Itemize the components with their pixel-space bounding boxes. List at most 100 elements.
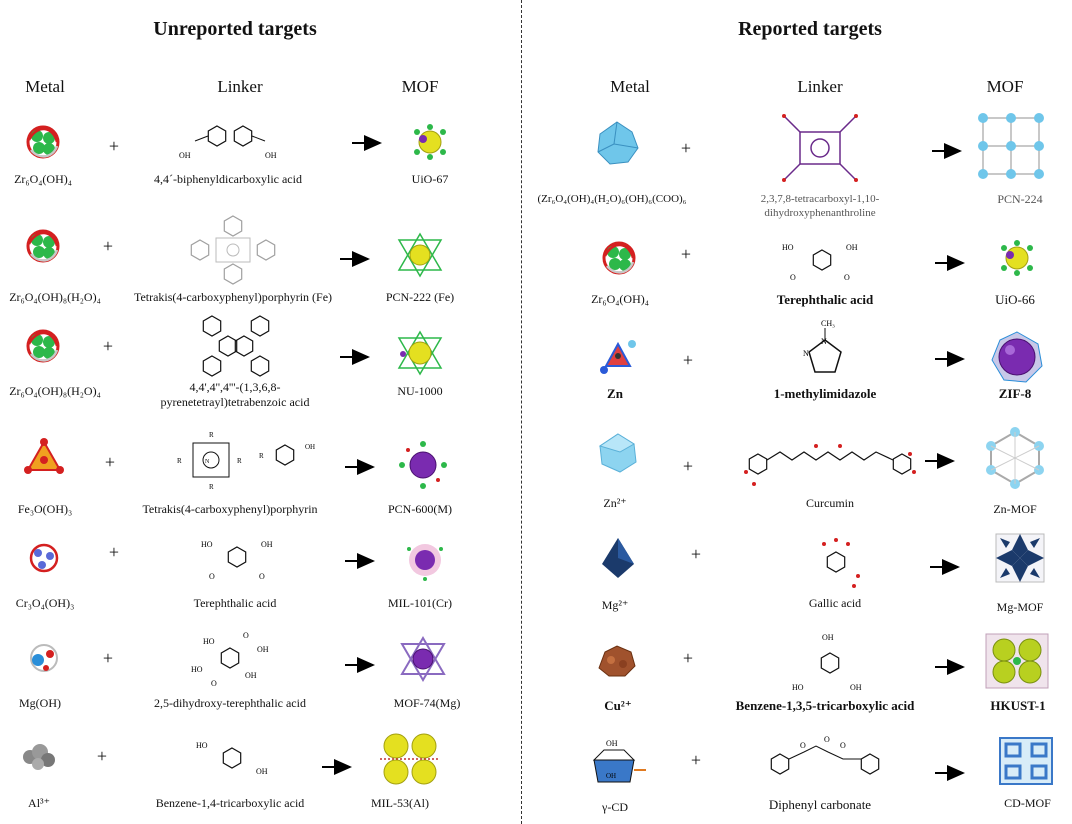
linker-label: Benzene-1,4-tricarboxylic acid [155, 796, 305, 810]
al-cluster-icon [23, 744, 55, 770]
gamma-cd-structure-icon: OH OH [592, 739, 646, 783]
metal-label: Zr₆O₄(OH)₄ [591, 292, 649, 306]
mof-label: MIL-101(Cr) [388, 596, 452, 610]
mof-label: PCN-600(M) [387, 502, 452, 516]
plus-sign: + [682, 456, 694, 476]
cd-mof-structure-icon [999, 737, 1053, 785]
plus-sign: + [96, 746, 108, 766]
pcn222-structure-icon [397, 232, 443, 278]
oh-text: OH [265, 151, 277, 160]
oh-text: OH [179, 151, 191, 160]
right-mof-header: MOF [986, 77, 1024, 96]
o-text: O [800, 741, 806, 750]
uio66-structure-icon [1000, 239, 1034, 277]
terephthalic-structure-icon: HO OH O O [782, 243, 858, 282]
benzene-dicarboxylic-structure-icon: HO OH [196, 741, 268, 776]
plus-sign: + [690, 750, 702, 770]
arrow-icon [935, 765, 965, 781]
arrow-icon [345, 553, 375, 569]
left-mof-header: MOF [401, 77, 439, 96]
linker-label: Terephthalic acid [193, 596, 277, 610]
oh-text: OH [606, 739, 618, 748]
hkust1-structure-icon [985, 633, 1049, 689]
uio67-structure-icon [413, 123, 447, 161]
o-text: O [209, 572, 215, 581]
oh-text: OH [846, 243, 858, 252]
r-text: R [177, 457, 182, 465]
right-metal-header: Metal [610, 77, 650, 96]
nu1000-structure-icon [397, 330, 443, 376]
n-text: N [803, 349, 809, 358]
porphyrin-structure-icon: N R R R R R OH [177, 431, 315, 491]
mof-label: NU-1000 [397, 384, 443, 398]
mof-label: UiO-67 [411, 172, 449, 186]
oh-text: OH [256, 767, 268, 776]
plus-sign: + [680, 138, 692, 158]
plus-sign: + [108, 136, 120, 156]
plus-sign: + [108, 542, 120, 562]
linker-label: Curcumin [806, 496, 854, 510]
arrow-icon [340, 251, 370, 267]
unreported-title: Unreported targets [153, 18, 317, 40]
arrow-icon [930, 559, 960, 575]
metal-label: Zn²⁺ [603, 496, 627, 510]
zn-polyhedron-icon [598, 433, 637, 473]
arrow-icon [935, 351, 965, 367]
o-text: O [211, 679, 217, 688]
ho-text: HO [782, 243, 794, 252]
metal-label: Mg(OH) [19, 696, 61, 710]
dihydroxy-terephthalic-structure-icon: HO O OH HO OH O [191, 631, 269, 688]
arrow-icon [345, 459, 375, 475]
mof-label: CD-MOF [1004, 796, 1051, 810]
linker-label-line2: pyrenetetrayl)tetrabenzoic acid [160, 395, 310, 409]
o-text: O [840, 741, 846, 750]
ho-text: HO [203, 637, 215, 646]
n-text: N [821, 337, 827, 346]
ho-text: HO [191, 665, 203, 674]
metal-label: Al³⁺ [28, 796, 50, 810]
o-text: O [844, 273, 850, 282]
mil101-structure-icon [407, 544, 443, 581]
arrow-icon [352, 135, 382, 151]
mof-label: MIL-53(Al) [371, 796, 429, 810]
oh-text: OH [822, 633, 834, 642]
ho-text: HO [792, 683, 804, 692]
linker-label-line1: 4,4',4'',4'''-(1,3,6,8- [189, 380, 281, 394]
arrow-icon [345, 657, 375, 673]
metal-label: Cr₃O₄(OH)₃ [15, 596, 75, 610]
r-text: R [259, 452, 264, 460]
oh-text: OH [261, 540, 273, 549]
plus-sign: + [682, 648, 694, 668]
plus-sign: + [102, 236, 114, 256]
plus-sign: + [690, 544, 702, 564]
mg-polyhedron-icon [602, 538, 634, 578]
o-text: O [243, 631, 249, 640]
right-linker-header: Linker [797, 77, 843, 96]
r-text: R [237, 457, 242, 465]
zr-cluster-icon [26, 125, 60, 159]
n-text: N [205, 459, 210, 465]
arrow-icon [322, 759, 352, 775]
linker-label: Gallic acid [808, 596, 862, 610]
linker-label: Tetrakis(4-carboxyphenyl)porphyrin (Fe) [133, 290, 333, 304]
linker-label: Benzene-1,3,5-tricarboxylic acid [735, 698, 915, 713]
mil53-structure-icon [380, 733, 440, 785]
linker-label: Terephthalic acid [776, 292, 874, 307]
mof-label: Zn-MOF [993, 502, 1037, 516]
metal-label: Zr₆O₄(OH)₈(H₂O)₄ [9, 384, 101, 398]
metal-label: Fe₃O(OH)₃ [17, 502, 73, 516]
metal-label: Zr₆O₄(OH)₄ [14, 172, 72, 186]
metal-label: Mg²⁺ [601, 598, 629, 612]
arrow-icon [340, 349, 370, 365]
arrow-icon [932, 143, 962, 159]
zif8-structure-icon [991, 331, 1043, 383]
plus-sign: + [682, 350, 694, 370]
oh-text: OH [305, 443, 315, 451]
mof-label: PCN-224 [997, 192, 1043, 206]
curcumin-structure-icon [744, 444, 916, 486]
zr-cluster-icon [602, 241, 636, 275]
mof-label: HKUST-1 [990, 698, 1046, 713]
linker-label-line1: 2,3,7,8-tetracarboxyl-1,10- [760, 193, 880, 205]
plus-sign: + [102, 336, 114, 356]
metal-label: Zn [607, 386, 623, 401]
